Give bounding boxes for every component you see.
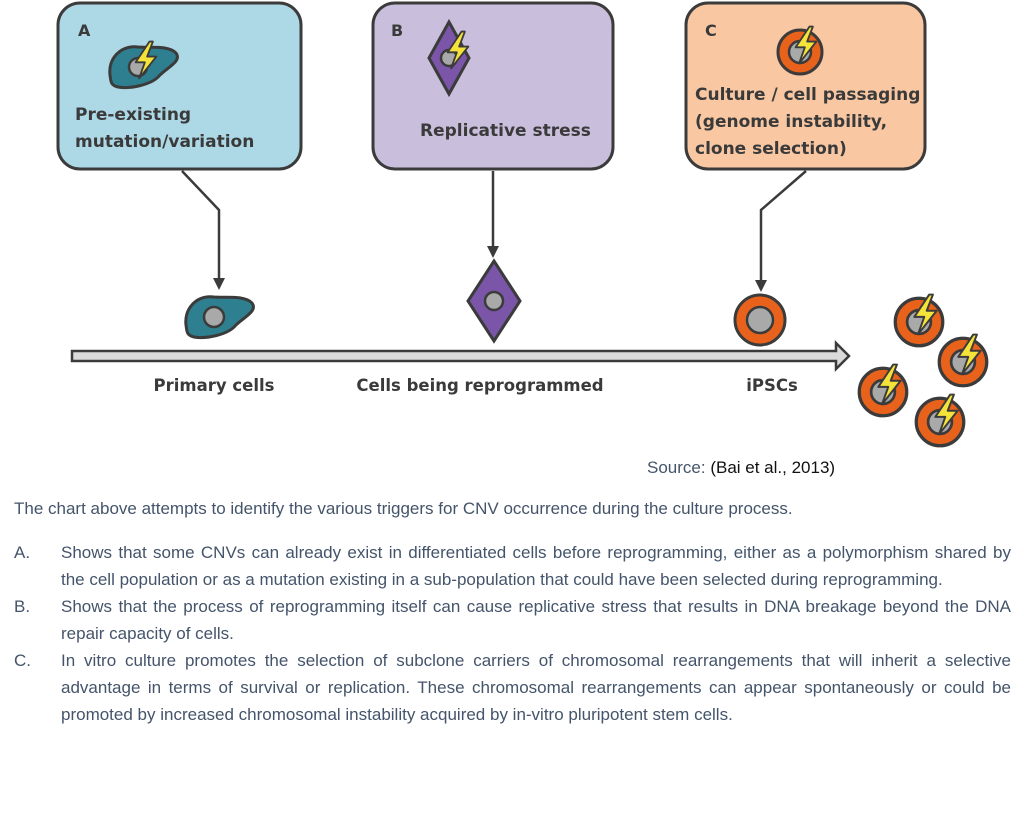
unstable-cell-icon bbox=[916, 395, 964, 446]
trigger-box-a: A Pre-existing mutation/variation bbox=[56, 1, 303, 171]
unstable-cell-icon bbox=[939, 335, 987, 386]
box-a-line-1: Pre-existing bbox=[75, 105, 191, 125]
box-b-letter: B bbox=[391, 21, 403, 40]
note-item-c: C. In vitro culture promotes the selecti… bbox=[14, 647, 1011, 728]
source-citation: Source: (Bai et al., 2013) bbox=[647, 458, 835, 478]
unstable-cell-icon bbox=[895, 295, 943, 346]
note-marker: A. bbox=[14, 543, 31, 562]
reprogramming-cell-icon bbox=[466, 258, 522, 344]
connector-arrow-a bbox=[181, 170, 225, 290]
stage-label-primary-cells: Primary cells bbox=[154, 376, 275, 395]
intro-paragraph: The chart above attempts to identify the… bbox=[14, 499, 793, 518]
connector-arrow-c bbox=[755, 170, 807, 292]
box-a-letter: A bbox=[78, 21, 91, 40]
trigger-box-b: B Replicative stress bbox=[371, 1, 615, 171]
note-marker: B. bbox=[14, 597, 31, 616]
box-c-letter: C bbox=[705, 21, 717, 40]
notes-list: A. Shows that some CNVs can already exis… bbox=[14, 539, 1011, 728]
unstable-cell-icon bbox=[859, 365, 907, 416]
source-label: Source: bbox=[647, 458, 706, 477]
cnv-trigger-diagram: A Pre-existing mutation/variation B Repl… bbox=[56, 1, 1024, 450]
source-reference: (Bai et al., 2013) bbox=[710, 458, 836, 477]
box-a-line-2: mutation/variation bbox=[75, 132, 254, 152]
stage-label-ipscs: iPSCs bbox=[746, 376, 798, 395]
note-item-a: A. Shows that some CNVs can already exis… bbox=[14, 539, 1011, 593]
note-text: Shows that some CNVs can already exist i… bbox=[61, 543, 1011, 589]
connector-arrow-b bbox=[487, 171, 499, 258]
unstable-cell-cluster bbox=[859, 295, 987, 446]
note-item-b: B. Shows that the process of reprogrammi… bbox=[14, 593, 1011, 647]
ipsc-cell-icon bbox=[733, 293, 787, 347]
note-marker: C. bbox=[14, 651, 31, 670]
box-b-line-1: Replicative stress bbox=[420, 121, 591, 141]
timeline-arrow bbox=[70, 339, 851, 373]
note-text: In vitro culture promotes the selection … bbox=[61, 651, 1011, 724]
box-c-line-1: Culture / cell passaging bbox=[695, 85, 920, 105]
trigger-box-c: C Culture / cell passaging (genome insta… bbox=[684, 1, 927, 171]
box-c-line-3: clone selection) bbox=[695, 139, 847, 159]
note-text: Shows that the process of reprogramming … bbox=[61, 597, 1011, 643]
box-c-line-2: (genome instability, bbox=[695, 112, 887, 132]
primary-cell-icon bbox=[184, 295, 255, 339]
stage-label-reprogrammed: Cells being reprogrammed bbox=[356, 376, 603, 395]
